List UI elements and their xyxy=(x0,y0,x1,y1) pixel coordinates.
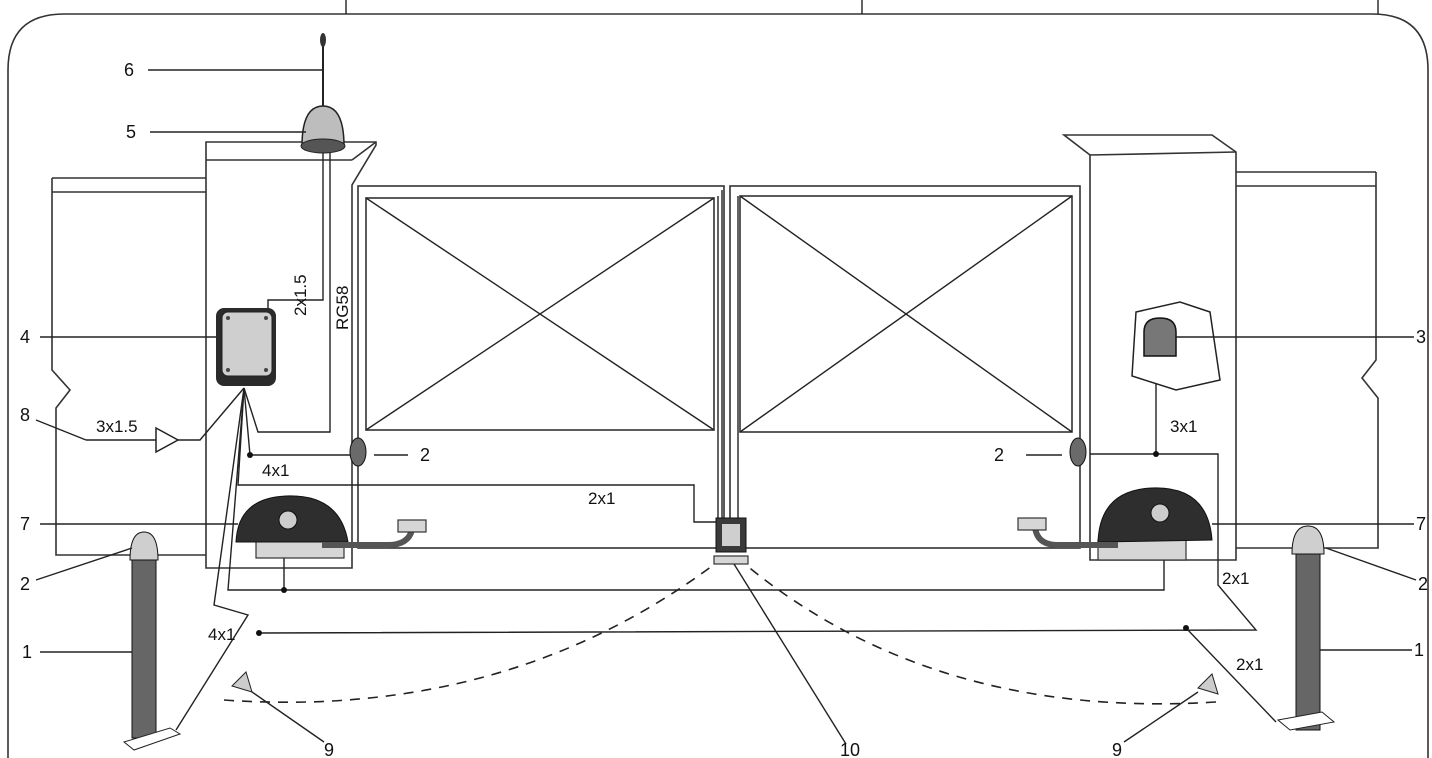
photocell-column-left xyxy=(122,531,182,751)
gate xyxy=(357,185,1081,549)
cable-motor-right: 2x1 xyxy=(1222,569,1249,588)
left-wall xyxy=(51,177,206,556)
label-motor-right: 7 xyxy=(1416,514,1426,534)
page-frame xyxy=(7,0,1429,758)
label-key-selector: 3 xyxy=(1416,327,1426,347)
cable-flash: 2x1.5 xyxy=(291,274,310,316)
label-photocell-column-right: 1 xyxy=(1414,640,1424,660)
cable-photocell-left: 4x1 xyxy=(262,461,289,480)
cable-column-left: 4x1 xyxy=(208,625,235,644)
flashing-light xyxy=(300,105,346,154)
wiring xyxy=(175,150,1277,731)
label-photocell-top-right: 2 xyxy=(1418,574,1428,594)
gate-stop-right xyxy=(1197,673,1219,695)
cable-power: 3x1.5 xyxy=(96,417,138,436)
cable-lock: 2x1 xyxy=(588,489,615,508)
photocell-gate-left xyxy=(349,437,367,467)
right-wall xyxy=(1236,171,1379,549)
photocell-column-right xyxy=(1276,525,1336,731)
leader-lines xyxy=(35,69,1417,745)
label-photocell-column-left: 1 xyxy=(22,642,32,662)
label-gate-stop-right: 9 xyxy=(1112,740,1122,758)
photocell-gate-right xyxy=(1069,437,1087,467)
label-photocell-gate-left: 2 xyxy=(420,445,430,465)
motor-right xyxy=(1017,487,1213,561)
label-power-supply: 8 xyxy=(20,405,30,425)
power-supply-symbol xyxy=(35,419,180,454)
right-pillar xyxy=(1061,134,1237,561)
label-control-unit: 4 xyxy=(20,327,30,347)
electric-lock xyxy=(713,517,749,565)
control-unit xyxy=(216,308,276,386)
label-electric-lock: 10 xyxy=(840,740,860,758)
label-photocell-gate-right: 2 xyxy=(994,445,1004,465)
swing-arcs xyxy=(223,559,1217,705)
motor-left xyxy=(235,495,427,559)
label-flashing-light: 5 xyxy=(126,122,136,142)
cable-selector: 3x1 xyxy=(1170,417,1197,436)
label-photocell-top-left: 2 xyxy=(20,574,30,594)
cable-antenna: RG58 xyxy=(333,286,352,330)
gate-stop-left xyxy=(231,671,253,693)
key-selector xyxy=(1131,301,1221,391)
label-gate-stop-left: 9 xyxy=(324,740,334,758)
label-antenna: 6 xyxy=(124,60,134,80)
cable-column-right: 2x1 xyxy=(1236,655,1263,674)
label-motor-left: 7 xyxy=(20,514,30,534)
